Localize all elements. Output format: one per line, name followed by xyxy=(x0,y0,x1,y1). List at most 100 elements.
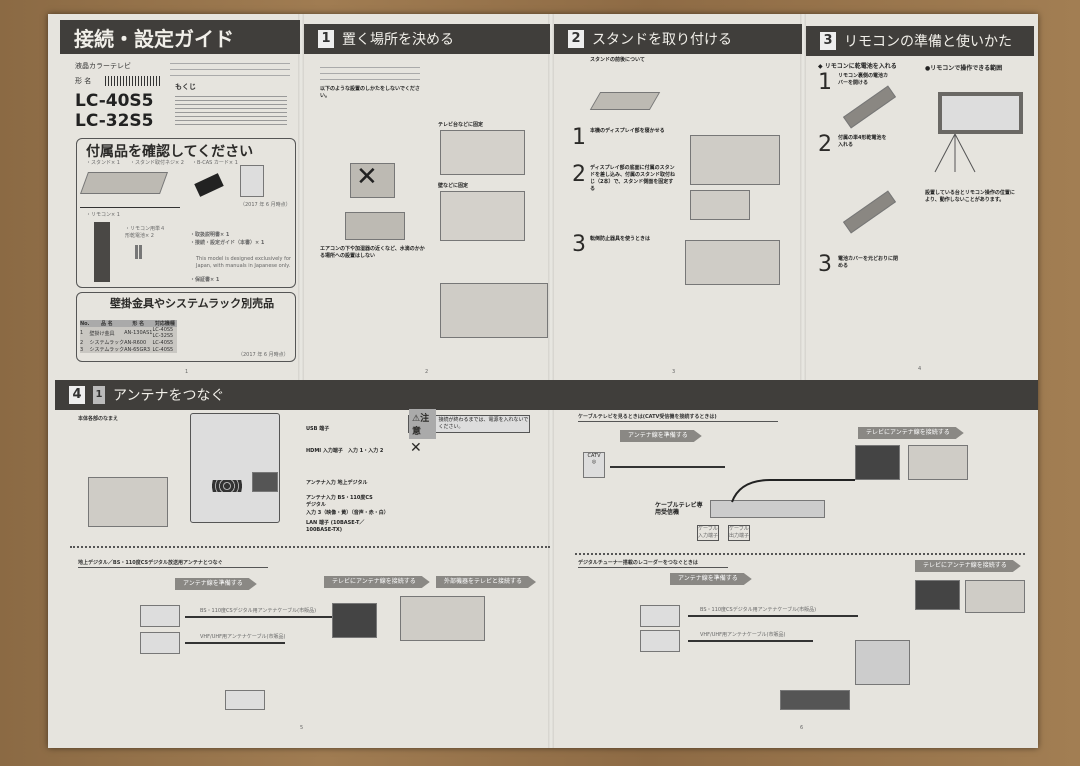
tv-illustration xyxy=(908,445,968,480)
uhf-cable xyxy=(688,640,813,642)
caution-message: 接続が終わるまでは、電源を入れないでください。 xyxy=(438,417,529,430)
tv-fall-illustration xyxy=(440,283,548,338)
port-label: LAN 端子 (10BASE-T／100BASE-TX) xyxy=(306,520,365,533)
cell: 1 xyxy=(80,330,84,336)
remote-illustration xyxy=(94,222,110,282)
page-number: 4 xyxy=(918,366,922,372)
cell: 3 xyxy=(80,346,84,353)
cell: システムラック xyxy=(89,340,125,346)
cell: AN-R600 xyxy=(124,339,147,346)
accessory-screws: ・スタンド取付ネジ× 2 xyxy=(130,160,184,166)
accessory-manual: ・取扱説明書× 1 xyxy=(190,232,230,238)
english-note: This model is designed exclusively for J… xyxy=(196,256,291,269)
tv-antenna-terminal xyxy=(332,603,377,638)
cell: LC-40S5 xyxy=(152,346,174,353)
step-connect: テレビにアンテナ線を接続する xyxy=(915,560,1021,572)
stand-illustration xyxy=(79,172,169,194)
step-text: ディスプレイ部の底面に付属のスタンドを差し込み、付属のスタンド取付ねじ（2本）で… xyxy=(590,165,676,192)
catv-label: CATV xyxy=(587,453,601,459)
section-title: アンテナをつなぐ xyxy=(113,388,225,404)
wall-fix-illustration xyxy=(440,191,525,241)
uhf-cable-label: VHF/UHF用アンテナケーブル(市販品) xyxy=(700,632,786,638)
catv-to-tv-cable xyxy=(731,479,855,503)
guide-title: 接続・設定ガイド xyxy=(60,20,300,54)
caution-box: ⚠注意接続が終わるまでは、電源を入れないでください。 xyxy=(408,409,530,439)
divider xyxy=(80,207,180,208)
step-external: 外部機器をテレビと接続する xyxy=(436,576,536,588)
recorder-title: デジタルチューナー搭載のレコーダーをつなぐときは xyxy=(578,560,728,568)
uhf-cable-label: VHF/UHF用アンテナケーブル(市販品) xyxy=(200,634,286,640)
catv-title: ケーブルテレビを見るときは(CATV受信機を接続するときは) xyxy=(578,414,778,422)
model-32: LC-32S5 xyxy=(75,111,154,131)
subsection-number: 1 xyxy=(93,386,105,404)
range-diagram xyxy=(934,134,976,173)
port-label: 入力 3（映像・黄）（音声・赤・白） xyxy=(306,510,389,516)
bs-cable-label: BS・110度CSデジタル用アンテナケーブル(市販品) xyxy=(700,607,817,613)
step-connect: テレビにアンテナ線を接続する xyxy=(324,576,430,588)
port-label: アンテナ入力 BS・110度CS デジタル xyxy=(306,495,373,508)
step-text: 転倒防止器具を使うときは xyxy=(590,236,651,242)
port-label: アンテナ入力 地上デジタル xyxy=(306,480,368,486)
uhf-outlet xyxy=(140,632,180,654)
battery-heading: ◆ リモコンに乾電池を入れる xyxy=(818,63,897,70)
catv-receiver xyxy=(710,500,825,518)
section-title: スタンドを取り付ける xyxy=(592,32,732,48)
accessory-stand: ・スタンド× 1 xyxy=(86,160,120,166)
model-label: 形 名 xyxy=(75,77,92,85)
table-fix-illustration xyxy=(440,130,525,175)
section-number: 4 xyxy=(69,386,85,404)
fold-line xyxy=(800,14,806,380)
port-label: USB 端子 xyxy=(306,426,330,432)
accessories-title: 付属品を確認してください xyxy=(86,144,254,160)
section-number: 2 xyxy=(568,30,584,48)
th: 品 名 xyxy=(100,321,113,327)
table-fix-heading: テレビ台などに固定 xyxy=(438,122,484,128)
page-number: 2 xyxy=(425,369,429,375)
section-2-header: 2 スタンドを取り付ける xyxy=(554,24,802,54)
divider xyxy=(70,546,550,548)
catv-outlet: CATV◎ xyxy=(583,452,605,478)
antenna-terminals xyxy=(252,472,278,492)
text-block xyxy=(320,62,420,84)
cable-out-label: ケーブル出力端子 xyxy=(728,525,750,541)
fold-line xyxy=(298,14,304,380)
catv-cable xyxy=(610,466,725,468)
caution-text: 注意 xyxy=(412,414,430,437)
bs-outlet xyxy=(640,605,680,627)
cell: AN-65GR3 xyxy=(124,346,150,353)
uhf-cable xyxy=(185,642,285,644)
bs-outlet xyxy=(140,605,180,627)
recorder-illustration xyxy=(855,640,910,685)
options-title: 壁掛金具やシステムラック別売品 xyxy=(110,297,275,310)
stand-illustration xyxy=(589,92,661,110)
av-jacks xyxy=(212,480,242,492)
product-type: 液晶カラーテレビ xyxy=(75,62,131,70)
terrestrial-title: 地上デジタル／BS・110度CSデジタル放送用アンテナとつなぐ xyxy=(78,560,268,568)
accessories-box xyxy=(76,138,296,288)
display-laid-illustration xyxy=(690,135,780,185)
catv-receiver-label: ケーブルテレビ専用受信機 xyxy=(655,502,703,516)
accessory-remote: ・リモコン× 1 xyxy=(86,212,120,218)
step-1: 1 xyxy=(818,70,832,95)
th: 形 名 xyxy=(132,321,145,327)
caution-label: ⚠注意 xyxy=(409,409,436,439)
battery-illustration xyxy=(135,245,143,259)
th: 対応機種 xyxy=(154,321,175,327)
step-prepare: アンテナ線を準備する xyxy=(670,573,752,585)
cell: LC-40S5 LC-32S5 xyxy=(152,327,174,339)
tv-antenna-terminal xyxy=(855,445,900,480)
step-1: 1 xyxy=(572,125,586,150)
options-date: （2017 年 6 月時点） xyxy=(238,352,289,358)
section-title: リモコンの準備と使いかた xyxy=(844,34,1012,50)
stand-base-illustration xyxy=(685,240,780,285)
bs-cable xyxy=(688,615,858,617)
bs-cable xyxy=(185,616,335,618)
page-number: 3 xyxy=(672,369,676,375)
cell: 壁掛け金具 xyxy=(89,330,115,337)
